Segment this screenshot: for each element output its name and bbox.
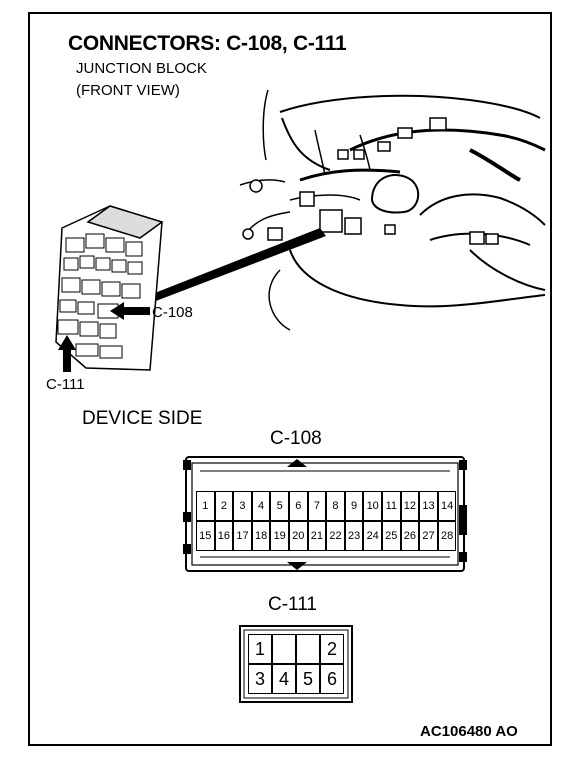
figure-frame: [28, 12, 552, 746]
pin-cell: 8: [326, 491, 345, 521]
pin-cell: 1: [248, 634, 272, 664]
subtitle-junction-block: JUNCTION BLOCK: [76, 60, 207, 77]
pin-cell: 16: [214, 521, 234, 551]
pin-cell: 9: [344, 491, 364, 521]
pin-cell: 11: [382, 491, 401, 521]
subtitle-front-view: (FRONT VIEW): [76, 82, 180, 99]
c111-heading: C-111: [268, 594, 317, 615]
figure-code: AC106480 AO: [420, 723, 518, 740]
pin-cell: 25: [382, 521, 401, 551]
c108-heading: C-108: [270, 428, 322, 449]
pin-cell: 18: [251, 521, 271, 551]
pin-cell: 24: [363, 521, 382, 551]
callout-c108-label: C-108: [152, 304, 193, 321]
pin-cell: 17: [233, 521, 252, 551]
pin-cell: 4: [272, 664, 296, 694]
pin-cell: 3: [248, 664, 272, 694]
pin-cell: 5: [270, 491, 289, 521]
pin-cell: 2: [214, 491, 234, 521]
pin-cell: 6: [320, 664, 344, 694]
pin-cell: 1: [196, 491, 215, 521]
pin-cell: 22: [326, 521, 345, 551]
pin-cell: 14: [437, 491, 457, 521]
empty-cavity: [272, 634, 296, 664]
pin-cell: 13: [419, 491, 438, 521]
pin-cell: 2: [320, 634, 344, 664]
pin-cell: 27: [419, 521, 438, 551]
pin-cell: 4: [251, 491, 271, 521]
pin-cell: 12: [400, 491, 420, 521]
pin-cell: 26: [400, 521, 420, 551]
empty-cavity: [296, 634, 320, 664]
pin-cell: 20: [289, 521, 308, 551]
pin-cell: 19: [270, 521, 289, 551]
page-title: CONNECTORS: C-108, C-111: [68, 32, 347, 55]
pin-cell: 21: [307, 521, 327, 551]
pin-cell: 10: [363, 491, 382, 521]
pin-cell: 28: [437, 521, 457, 551]
pin-cell: 5: [296, 664, 320, 694]
pin-cell: 6: [289, 491, 308, 521]
pin-cell: 15: [196, 521, 215, 551]
pin-cell: 23: [344, 521, 364, 551]
callout-c111-label: C-111: [46, 376, 85, 393]
pin-cell: 7: [307, 491, 327, 521]
pin-cell: 3: [233, 491, 252, 521]
device-side-heading: DEVICE SIDE: [82, 408, 203, 429]
